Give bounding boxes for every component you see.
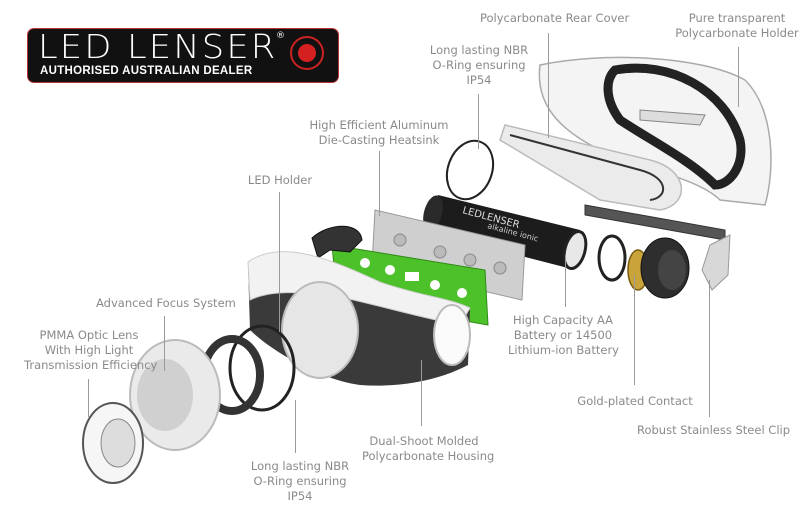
leader-line-battery bbox=[565, 255, 566, 307]
label-line: PMMA Optic Lens bbox=[39, 328, 139, 342]
leader-line-oring-bottom bbox=[295, 400, 296, 453]
label-line: High Capacity AA bbox=[512, 313, 614, 327]
label-line: Dual-Shoot Molded bbox=[369, 434, 479, 448]
leader-line-gold-contact bbox=[634, 275, 635, 385]
label-housing: Dual-Shoot Molded Polycarbonate Housing bbox=[362, 434, 495, 464]
transparent-holder-part bbox=[538, 56, 772, 206]
logo-tagline: AUTHORISED AUSTRALIAN DEALER bbox=[40, 65, 253, 77]
leader-line-rear-cover bbox=[548, 33, 549, 138]
oring-top-part bbox=[445, 139, 495, 201]
label-line: Polycarbonate Holder bbox=[675, 26, 799, 40]
label-line: Transmission Efficiency bbox=[24, 358, 158, 372]
label-steel-clip: Robust Stainless Steel Clip bbox=[637, 423, 791, 438]
oring-bottom-part bbox=[228, 324, 296, 412]
label-line: Polycarbonate Housing bbox=[362, 449, 495, 463]
label-line: Pure transparent bbox=[688, 11, 786, 25]
label-line: High Efficient Aluminum bbox=[309, 118, 449, 132]
label-battery: High Capacity AA Battery or 14500 Lithiu… bbox=[508, 313, 619, 358]
label-gold-contact: Gold-plated Contact bbox=[577, 394, 693, 409]
switch-button-part bbox=[311, 225, 363, 259]
leader-line-optic-lens bbox=[88, 379, 89, 417]
label-line: Advanced Focus System bbox=[96, 296, 236, 310]
leader-line-oring-top bbox=[478, 94, 479, 149]
label-optic-lens: PMMA Optic Lens With High Light Transmis… bbox=[24, 328, 158, 373]
logo-ring-icon bbox=[290, 36, 324, 70]
logo-red-dot-icon bbox=[298, 44, 316, 62]
label-line: Polycarbonate Rear Cover bbox=[480, 11, 630, 25]
label-focus-system: Advanced Focus System bbox=[96, 296, 236, 311]
label-heatsink: High Efficient Aluminum Die-Casting Heat… bbox=[306, 118, 452, 148]
label-line: IP54 bbox=[466, 73, 492, 87]
label-line: Gold-plated Contact bbox=[577, 394, 693, 408]
rear-cover-part bbox=[499, 124, 683, 211]
focus-system-part bbox=[129, 339, 221, 451]
leader-line-heatsink bbox=[379, 151, 380, 216]
optic-lens-part bbox=[82, 402, 144, 484]
label-transparent-holder: Pure transparent Polycarbonate Holder bbox=[672, 11, 800, 41]
dealer-logo: LED LENSER ® AUTHORISED AUSTRALIAN DEALE… bbox=[27, 27, 339, 83]
label-line: Long lasting NBR bbox=[250, 459, 350, 473]
leader-line-steel-clip bbox=[709, 280, 710, 417]
logo-brand-text: LED LENSER bbox=[38, 27, 278, 66]
leader-line-housing bbox=[421, 360, 422, 426]
label-line: Lithium-ion Battery bbox=[508, 343, 619, 357]
label-line: LED Holder bbox=[247, 173, 313, 187]
label-rear-cover: Polycarbonate Rear Cover bbox=[480, 11, 630, 26]
leader-line-transparent-holder bbox=[738, 47, 739, 107]
label-line: Die-Casting Heatsink bbox=[318, 133, 440, 147]
end-cap-part bbox=[640, 237, 690, 299]
label-led-holder: LED Holder bbox=[245, 173, 315, 188]
label-line: Battery or 14500 bbox=[513, 328, 613, 342]
housing-part bbox=[247, 251, 471, 386]
label-oring-bottom: Long lasting NBR O-Ring ensuring IP54 bbox=[250, 459, 350, 504]
battery-part: LEDLENSER alkaline ionic bbox=[423, 195, 588, 271]
label-line: With High Light bbox=[44, 343, 134, 357]
steel-clip-part bbox=[584, 204, 731, 291]
rear-small-oring-part bbox=[597, 234, 627, 282]
leader-line-led-holder bbox=[279, 192, 280, 332]
label-oring-top: Long lasting NBR O-Ring ensuring IP54 bbox=[425, 43, 533, 88]
heatsink-part bbox=[371, 209, 526, 301]
label-line: O-Ring ensuring bbox=[432, 58, 526, 72]
leader-line-focus-system bbox=[164, 316, 165, 371]
registered-mark: ® bbox=[276, 31, 285, 41]
label-line: Long lasting NBR bbox=[429, 43, 529, 57]
label-line: O-Ring ensuring bbox=[253, 474, 347, 488]
label-line: IP54 bbox=[287, 489, 313, 503]
label-line: Robust Stainless Steel Clip bbox=[637, 423, 791, 437]
